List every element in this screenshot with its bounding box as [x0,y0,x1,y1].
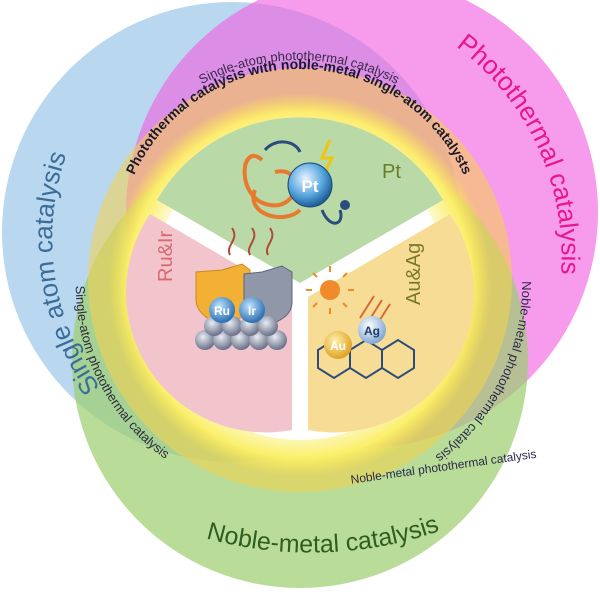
pt-illustration: Pt [242,139,350,225]
auag-sector-label: Au&Ag [403,243,425,305]
ru-atom-icon [209,297,235,323]
ir-atom-label: Ir [248,304,256,318]
ir-atom-icon [239,297,265,323]
au-atom-icon [324,331,352,359]
ag-atom-label: Ag [364,324,380,338]
ruir-sector-label: Ru&Ir [155,231,177,282]
ru-atom-label: Ru [214,304,230,318]
ruir-illustration: Ru Ir [195,227,293,350]
sun-icon [320,280,340,300]
ag-atom-icon [358,316,386,344]
auag-illustration: Au Ag [306,266,415,380]
auag-sector [308,214,475,433]
au-atom-label: Au [330,339,346,353]
pt-atom-icon [287,162,333,208]
pt-sector-label: Pt [382,161,401,183]
pt-atom-label: Pt [302,177,319,196]
